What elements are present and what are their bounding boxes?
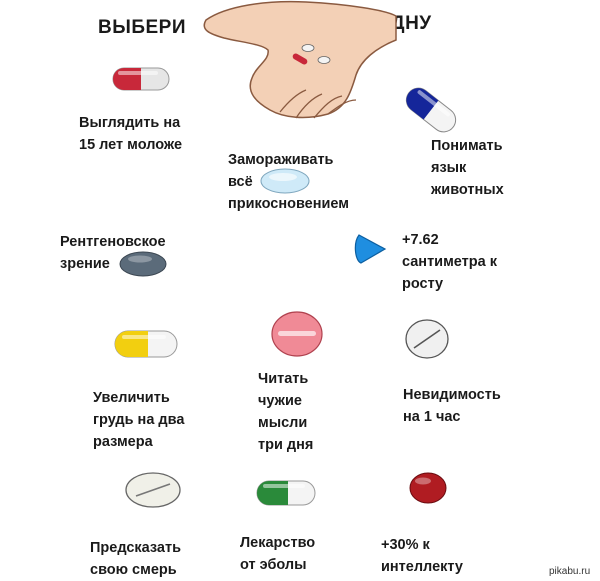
- label-xray: Рентгеновское зрение: [60, 234, 166, 272]
- pill-oval-gray[interactable]: [118, 250, 168, 278]
- hand-illustration: [196, 0, 406, 120]
- watermark: pikabu.ru: [549, 566, 591, 577]
- label-height: +7.62 сантиметра к росту: [402, 232, 497, 292]
- header-title-left: ВЫБЕРИ: [98, 17, 186, 38]
- pill-capsule-green[interactable]: [256, 480, 316, 506]
- label-freeze: Замораживать всё прикосновением: [228, 152, 349, 212]
- pill-capsule-yellow[interactable]: [114, 330, 178, 358]
- label-death: Предсказать свою смерь: [90, 540, 182, 578]
- pill-capsule-blue[interactable]: [401, 84, 461, 136]
- label-intellect: +30% к интеллекту: [381, 537, 463, 575]
- pill-oval-scored[interactable]: [124, 470, 182, 510]
- pill-triangle-blue[interactable]: [351, 231, 391, 267]
- pill-round-pink[interactable]: [270, 309, 324, 359]
- pill-oval-red[interactable]: [408, 471, 448, 505]
- label-invisible: Невидимость на 1 час: [403, 387, 501, 425]
- pill-capsule-red[interactable]: [112, 67, 170, 91]
- label-ebola: Лекарство от эболы: [240, 535, 316, 573]
- label-minds: Читать чужие мысли три дня: [258, 371, 314, 453]
- pill-round-white[interactable]: [404, 318, 450, 360]
- label-breast: Увеличить грудь на два размера: [93, 390, 185, 450]
- label-animals: Понимать язык животных: [431, 138, 504, 198]
- pill-oval-light-blue[interactable]: [259, 167, 311, 195]
- label-younger: Выглядить на 15 лет моложе: [79, 115, 183, 153]
